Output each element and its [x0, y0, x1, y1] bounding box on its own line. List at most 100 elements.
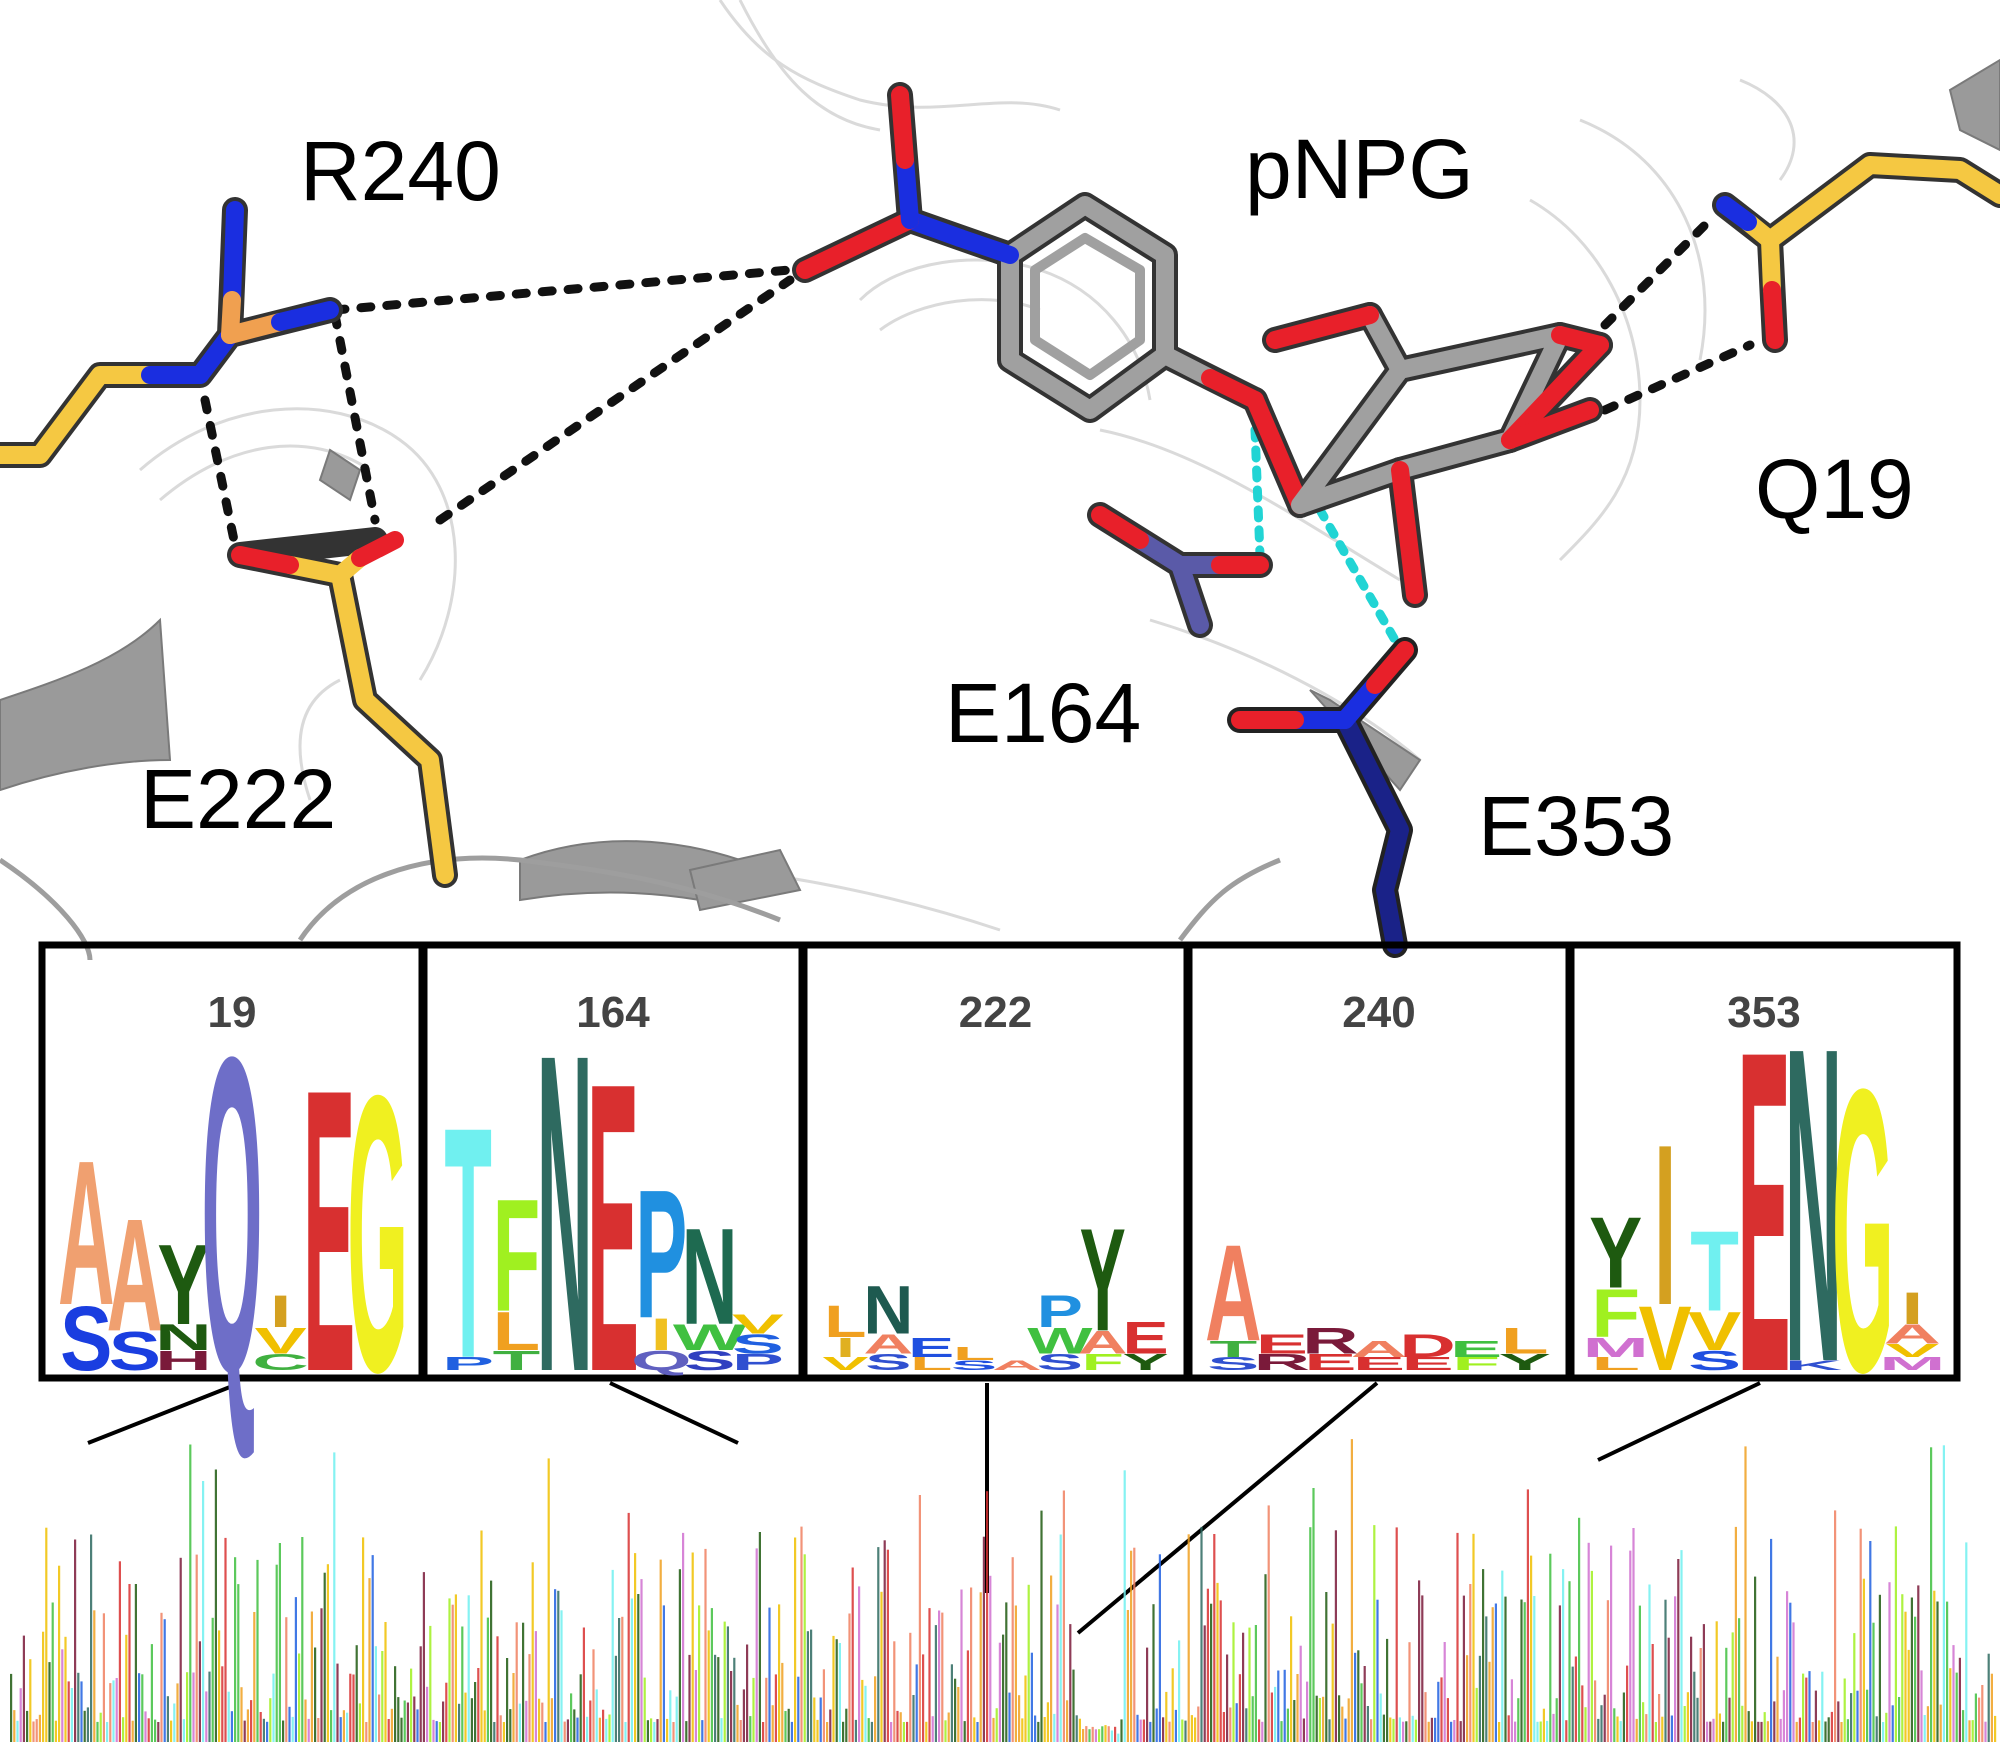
full-logo-column — [797, 1676, 800, 1742]
full-logo-column — [1456, 1532, 1459, 1742]
full-logo-column — [874, 1676, 877, 1742]
full-logo-column — [1574, 1656, 1577, 1742]
full-logo-column — [950, 1664, 953, 1742]
full-logo-column — [1546, 1720, 1549, 1742]
full-logo-column — [570, 1693, 573, 1742]
full-logo-column — [1786, 1591, 1789, 1742]
full-logo-column — [973, 1717, 976, 1742]
full-logo-column — [371, 1555, 374, 1742]
logo-letter-i: I — [1654, 1098, 1676, 1353]
full-logo-column — [1274, 1686, 1277, 1742]
full-logo-column — [851, 1567, 854, 1742]
full-logo-column — [1808, 1671, 1811, 1742]
full-logo-column — [778, 1604, 781, 1742]
full-logo-column — [1670, 1715, 1673, 1742]
full-logo-column — [1958, 1657, 1961, 1742]
full-logo-column — [1837, 1701, 1840, 1742]
full-logo-column — [1754, 1576, 1757, 1742]
full-logo-column — [406, 1702, 409, 1742]
full-logo-column — [1424, 1692, 1427, 1742]
full-logo-column — [1181, 1719, 1184, 1742]
full-logo-column — [301, 1537, 304, 1742]
full-logo-column — [1117, 1733, 1120, 1742]
full-logo-column — [1862, 1578, 1865, 1742]
full-logo-column — [1155, 1708, 1158, 1742]
full-logo-column — [646, 1720, 649, 1742]
full-logo-column — [685, 1721, 688, 1742]
full-logo-column — [320, 1608, 323, 1742]
full-logo-column — [605, 1718, 608, 1742]
full-logo-column — [61, 1649, 64, 1742]
full-logo-column — [1763, 1712, 1766, 1742]
logo-letter-v: V — [1639, 1288, 1692, 1390]
full-logo-column — [653, 1722, 656, 1742]
full-logo-column — [1565, 1720, 1568, 1742]
logo-letter-w: W — [1027, 1320, 1093, 1361]
full-logo-column — [134, 1584, 137, 1742]
full-logo-column — [1197, 1706, 1200, 1742]
full-logo-column — [765, 1677, 768, 1742]
logo-letter-p: P — [732, 1350, 784, 1376]
full-logo-column — [285, 1617, 288, 1742]
full-logo-column — [307, 1718, 310, 1742]
full-logo-column — [1706, 1721, 1709, 1742]
full-logo-column — [1216, 1582, 1219, 1742]
full-logo-column — [83, 1710, 86, 1742]
full-logo-column — [912, 1695, 915, 1742]
full-logo-column — [86, 1707, 89, 1742]
full-logo-column — [1402, 1721, 1405, 1742]
full-logo-column — [918, 1495, 921, 1742]
full-logo-column — [1488, 1661, 1491, 1742]
full-logo-column — [195, 1554, 198, 1742]
logo-letter-d: D — [1399, 1328, 1456, 1364]
full-logo-column — [854, 1719, 857, 1742]
full-logo-column — [1229, 1707, 1232, 1742]
full-logo-column — [1933, 1590, 1936, 1742]
full-logo-column — [115, 1678, 118, 1742]
full-logo-column — [106, 1722, 109, 1742]
full-logo-column — [832, 1635, 835, 1742]
full-logo-column — [1360, 1683, 1363, 1742]
full-logo-column — [138, 1673, 141, 1742]
full-logo-column — [179, 1557, 182, 1742]
full-logo-column — [531, 1562, 534, 1742]
full-logo-column — [1882, 1722, 1885, 1742]
full-logo-column — [1485, 1616, 1488, 1742]
full-logo-column — [467, 1595, 470, 1742]
full-logo-column — [589, 1700, 592, 1742]
full-logo-column — [1347, 1698, 1350, 1742]
full-logo-column — [141, 1674, 144, 1742]
full-logo-column — [1757, 1721, 1760, 1742]
logo-letter-e: E — [303, 1005, 355, 1456]
full-logo-column — [726, 1626, 729, 1742]
full-logo-column — [733, 1657, 736, 1742]
full-logo-column — [1414, 1719, 1417, 1742]
full-logo-column — [317, 1718, 320, 1742]
full-logo-column — [1894, 1526, 1897, 1742]
logo-letter-e: E — [1450, 1337, 1502, 1362]
residue-e353-sticks — [1227, 637, 1418, 958]
full-logo-column — [1014, 1605, 1017, 1742]
full-logo-column — [624, 1722, 627, 1742]
full-logo-column — [240, 1687, 243, 1742]
full-logo-column — [1811, 1722, 1814, 1742]
full-logo-column — [512, 1673, 515, 1742]
full-logo-column — [701, 1720, 704, 1742]
full-logo-column — [1827, 1717, 1830, 1742]
full-logo-column — [1917, 1585, 1920, 1742]
full-logo-column — [1114, 1726, 1117, 1742]
full-logo-column — [557, 1590, 560, 1742]
full-logo-column — [835, 1639, 838, 1742]
full-logo-column — [474, 1682, 477, 1742]
full-logo-column — [429, 1625, 432, 1742]
logo-letter-q: Q — [202, 965, 263, 1467]
full-logo-column — [221, 1666, 224, 1742]
full-logo-column — [1043, 1717, 1046, 1742]
full-logo-column — [1766, 1721, 1769, 1742]
full-logo-column — [784, 1711, 787, 1742]
full-logo-column — [1818, 1720, 1821, 1742]
full-logo-column — [1040, 1510, 1043, 1742]
full-logo-column — [1232, 1622, 1235, 1742]
full-logo-column — [1923, 1715, 1926, 1742]
